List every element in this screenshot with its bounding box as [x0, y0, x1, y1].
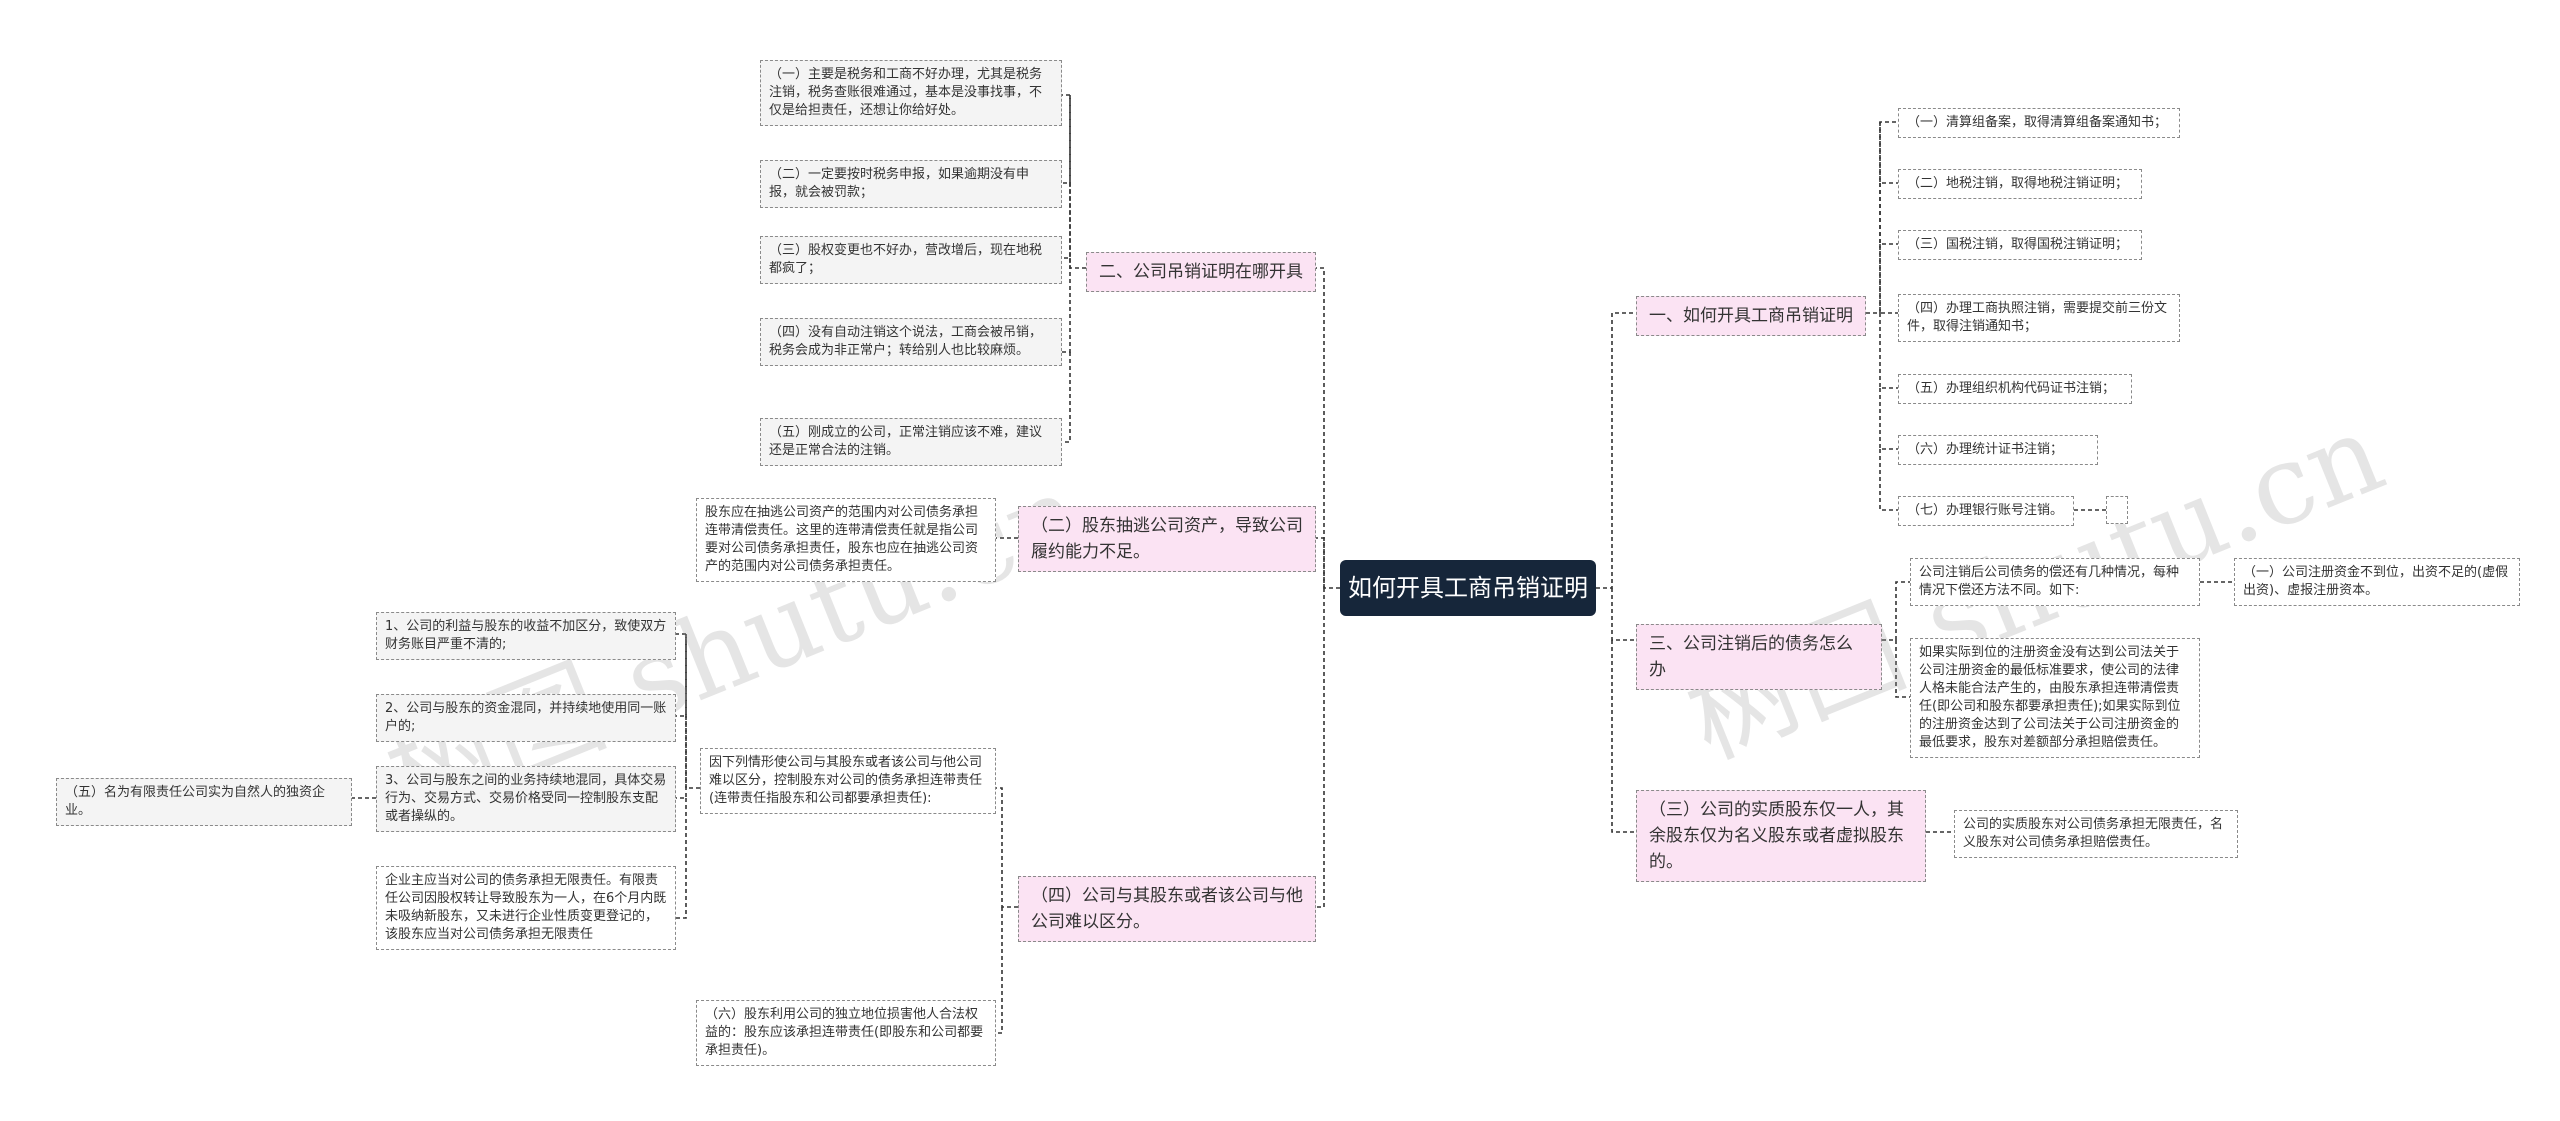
- where-note-2[interactable]: （二）一定要按时税务申报，如果逾期没有申报，就会被罚款；: [760, 160, 1062, 208]
- single-shareholder-liability[interactable]: 公司的实质股东对公司债务承担无限责任，名义股东对公司债务承担赔偿责任。: [1954, 810, 2238, 858]
- step-2[interactable]: （二）地税注销，取得地税注销证明；: [1898, 169, 2142, 199]
- where-note-5[interactable]: （五）刚成立的公司，正常注销应该不难，建议还是正常合法的注销。: [760, 418, 1062, 466]
- abuse-independent-status[interactable]: （六）股东利用公司的独立地位损害他人合法权益的：股东应该承担连带责任(即股东和公…: [696, 1000, 996, 1066]
- branch-single-real-shareholder[interactable]: （三）公司的实质股东仅一人，其余股东仅为名义股东或者虚拟股东的。: [1636, 790, 1926, 882]
- where-note-3[interactable]: （三）股权变更也不好办，营改增后，现在地税都疯了；: [760, 236, 1062, 284]
- debt-capital-explanation[interactable]: 如果实际到位的注册资金没有达到公司法关于公司注册资金的最低标准要求，使公司的法律…: [1910, 638, 2200, 758]
- indistinguishable-case-2[interactable]: 2、公司与股东的资金混同，并持续地使用同一账户的;: [376, 694, 676, 742]
- empty-placeholder-node[interactable]: [2106, 496, 2128, 524]
- where-note-4[interactable]: （四）没有自动注销这个说法，工商会被吊销，税务会成为非正常户；转给别人也比较麻烦…: [760, 318, 1062, 366]
- step-3[interactable]: （三）国税注销，取得国税注销证明；: [1898, 230, 2142, 260]
- step-7[interactable]: （七）办理银行账号注销。: [1898, 496, 2074, 526]
- debt-cases-intro[interactable]: 公司注销后公司债务的偿还有几种情况，每种情况下偿还方法不同。如下:: [1910, 558, 2200, 606]
- indistinguishable-case-1[interactable]: 1、公司的利益与股东的收益不加区分，致使双方财务账目严重不清的;: [376, 612, 676, 660]
- indistinguishable-case-3[interactable]: 3、公司与股东之间的业务持续地混同，具体交易行为、交易方式、交易价格受同一控制股…: [376, 766, 676, 832]
- step-4[interactable]: （四）办理工商执照注销，需要提交前三份文件，取得注销通知书；: [1898, 294, 2180, 342]
- branch-where-to-issue[interactable]: 二、公司吊销证明在哪开具: [1086, 252, 1316, 292]
- branch-asset-withdrawal[interactable]: （二）股东抽逃公司资产，导致公司履约能力不足。: [1018, 506, 1316, 572]
- branch-debt-after-cancellation[interactable]: 三、公司注销后的债务怎么办: [1636, 624, 1882, 690]
- indistinguishable-intro[interactable]: 因下列情形使公司与其股东或者该公司与他公司难以区分，控制股东对公司的债务承担连带…: [700, 748, 996, 814]
- root-topic[interactable]: 如何开具工商吊销证明: [1340, 560, 1596, 616]
- where-note-1[interactable]: （一）主要是税务和工商不好办理，尤其是税务注销，税务查账很难通过，基本是没事找事…: [760, 60, 1062, 126]
- branch-how-to-issue[interactable]: 一、如何开具工商吊销证明: [1636, 296, 1866, 336]
- nominal-llc-sole-proprietorship[interactable]: （五）名为有限责任公司实为自然人的独资企业。: [56, 778, 352, 826]
- asset-withdrawal-liability[interactable]: 股东应在抽逃公司资产的范围内对公司债务承担连带清偿责任。这里的连带清偿责任就是指…: [696, 498, 996, 582]
- step-1[interactable]: （一）清算组备案，取得清算组备案通知书；: [1898, 108, 2180, 138]
- step-5[interactable]: （五）办理组织机构代码证书注销；: [1898, 374, 2132, 404]
- debt-case-1[interactable]: （一）公司注册资金不到位，出资不足的(虚假出资)、虚报注册资本。: [2234, 558, 2520, 606]
- step-6[interactable]: （六）办理统计证书注销；: [1898, 435, 2098, 465]
- branch-indistinguishable-company[interactable]: （四）公司与其股东或者该公司与他公司难以区分。: [1018, 876, 1316, 942]
- sole-shareholder-unlimited-liability[interactable]: 企业主应当对公司的债务承担无限责任。有限责任公司因股权转让导致股东为一人，在6个…: [376, 866, 676, 950]
